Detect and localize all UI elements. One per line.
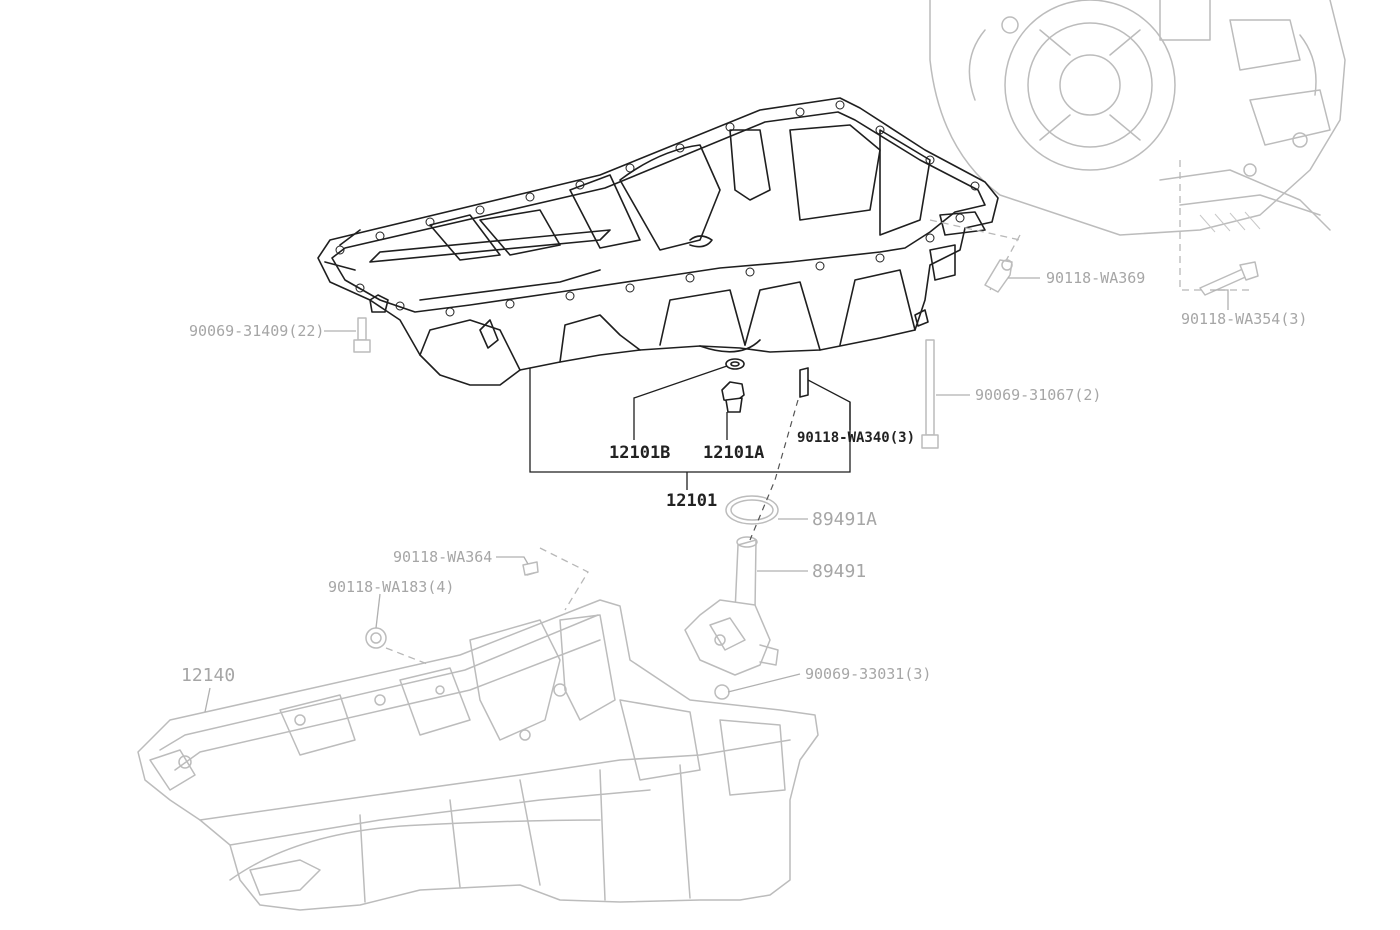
stud-bolt-drawing	[799, 367, 809, 398]
bolt-90118-wa183-drawing	[365, 627, 387, 649]
callout-12101B: 12101B	[609, 443, 670, 463]
callout-90069-33031: 90069-33031(3)	[805, 665, 931, 683]
callout-12101A: 12101A	[703, 443, 764, 463]
bolt-90069-31409-drawing	[353, 317, 371, 353]
callout-89491A: 89491A	[812, 509, 877, 530]
leader-lines	[204, 277, 1229, 713]
drain-plug-drawing	[721, 381, 745, 413]
oil-pan-lower-ghost-drawing	[137, 599, 819, 911]
installation-dashed-lines	[385, 219, 1021, 666]
callout-90118-WA340: 90118-WA340(3)	[797, 430, 915, 446]
callout-90069-31067: 90069-31067(2)	[975, 386, 1101, 404]
callout-89491: 89491	[812, 561, 866, 582]
callout-90118-WA364: 90118-WA364	[393, 548, 492, 566]
callout-12140: 12140	[181, 665, 235, 686]
callout-90118-WA183: 90118-WA183(4)	[328, 578, 454, 596]
engine-block-ghost-drawing	[929, 0, 1346, 291]
o-ring-89491a-drawing	[725, 495, 779, 525]
bolt-90118-wa369-drawing	[984, 259, 1013, 293]
bolt-90118-wa364-drawing	[522, 561, 539, 576]
callout-90118-WA369: 90118-WA369	[1046, 269, 1145, 287]
level-gauge-89491-drawing	[684, 536, 779, 676]
callout-90069-31409: 90069-31409(22)	[189, 322, 324, 340]
oil-pan-upper-drawing	[317, 97, 999, 386]
bolt-90118-wa354-drawing	[1199, 261, 1259, 296]
bolt-90069-31067-drawing	[921, 339, 939, 449]
drain-plug-gasket-drawing	[725, 358, 745, 370]
callout-90118-WA354: 90118-WA354(3)	[1181, 310, 1307, 328]
callout-12101: 12101	[666, 491, 717, 511]
bolt-90069-33031-drawing	[714, 684, 730, 700]
